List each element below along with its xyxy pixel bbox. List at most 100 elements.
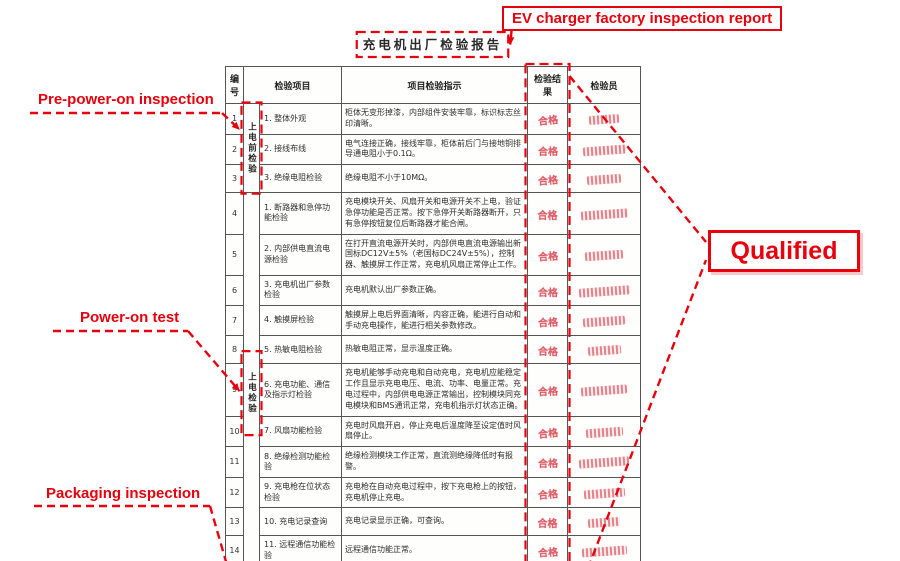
inspector-cell <box>567 164 642 194</box>
result-stamp-qualified: 合格 <box>537 459 558 471</box>
row-number: 11 <box>225 446 244 478</box>
inspector-seal <box>587 345 621 357</box>
inspector-seal <box>580 384 628 398</box>
table-row: 12 9. 充电枪在位状态检验充电枪在自动充电过程中，按下充电枪上的按钮，充电机停… <box>225 476 642 509</box>
inspector-seal <box>588 114 620 126</box>
inspector-seal <box>584 249 624 262</box>
inspector-cell <box>567 304 642 337</box>
instruction-text: 电气连接正确，接线牢靠，柜体前后门与接地铜排导通电阻小于0.1Ω。 <box>341 133 529 166</box>
col-header-inspector: 检验员 <box>567 66 642 104</box>
result-cell: 合格 <box>527 103 569 135</box>
result-stamp-qualified: 合格 <box>537 346 558 359</box>
item-name: 10. 充电记录查询 <box>258 507 343 537</box>
result-cell: 合格 <box>527 446 569 478</box>
inspector-cell <box>567 446 642 478</box>
result-cell: 合格 <box>527 192 569 235</box>
result-cell: 合格 <box>527 476 569 509</box>
instruction-text: 充电模块开关、风扇开关和电源开关不上电，验证急停功能是否正常。按下急停开关断路器… <box>341 192 529 235</box>
row-number: 13 <box>225 507 244 537</box>
table-row: 14 11. 远程通信功能检验远程通信功能正常。合格 <box>225 535 642 561</box>
result-stamp-qualified: 合格 <box>537 547 559 560</box>
pre-power-on-label: Pre-power-on inspection <box>38 91 214 108</box>
col-header-instruction: 项目检验指示 <box>341 66 529 104</box>
result-cell: 合格 <box>527 233 569 276</box>
instruction-text: 远程通信功能正常。 <box>341 535 529 561</box>
row-number: 6 <box>225 274 244 306</box>
inspector-seal <box>580 208 628 221</box>
inspector-cell <box>567 476 642 509</box>
instruction-text: 充电机默认出厂参数正确。 <box>341 274 529 306</box>
result-stamp-qualified: 合格 <box>537 387 558 399</box>
group-label: 上电检验 <box>243 192 260 561</box>
inspector-cell <box>567 192 642 235</box>
instruction-text: 充电机能够手动充电和自动充电，充电机应能稳定工作且显示充电电压、电流、功率、电量… <box>341 363 529 417</box>
instruction-text: 热敏电阻正常，显示温度正确。 <box>341 335 529 365</box>
result-cell: 合格 <box>527 535 569 561</box>
table-row: 9 6. 充电功能、通信及指示灯检验充电机能够手动充电和自动充电，充电机应能稳定工… <box>225 363 642 417</box>
result-stamp-qualified: 合格 <box>537 519 558 531</box>
row-number: 14 <box>225 535 244 561</box>
instruction-text: 绝缘电阻不小于10MΩ。 <box>341 164 529 194</box>
instruction-text: 充电枪在自动充电过程中，按下充电枪上的按钮，充电机停止充电。 <box>341 476 529 509</box>
document-title-text: 充电机出厂检验报告 <box>362 37 503 52</box>
inspector-seal <box>578 456 630 470</box>
packaging-inspection-label: Packaging inspection <box>46 485 201 502</box>
qualified-callout-box: Qualified <box>708 230 860 272</box>
result-stamp-qualified: 合格 <box>537 115 559 129</box>
group-label: 上电前检验 <box>243 102 260 194</box>
item-name: 3. 充电机出厂参数检验 <box>258 274 343 306</box>
result-cell: 合格 <box>527 164 569 194</box>
item-name: 6. 充电功能、通信及指示灯检验 <box>258 363 343 417</box>
col-header-result: 检验结果 <box>527 66 569 104</box>
result-stamp-qualified: 合格 <box>537 287 558 300</box>
row-number: 12 <box>225 476 244 509</box>
item-name: 2. 接线布线 <box>258 133 343 166</box>
item-name: 3. 绝缘电阻检验 <box>258 164 343 194</box>
inspector-cell <box>567 415 642 448</box>
inspector-cell <box>567 535 642 561</box>
result-stamp-qualified: 合格 <box>537 146 558 159</box>
instruction-text: 绝缘检测模块工作正常，直流测绝缘降低时有报警。 <box>341 446 529 478</box>
inspector-cell <box>567 363 642 417</box>
result-stamp-qualified: 合格 <box>537 489 559 502</box>
table-row: 13 10. 充电记录查询充电记录显示正确，可查询。合格 <box>225 507 642 537</box>
inspector-seal <box>582 315 626 328</box>
inspector-cell <box>567 507 642 537</box>
row-number: 8 <box>225 335 244 365</box>
result-stamp-qualified: 合格 <box>537 317 558 330</box>
header-row: 编号 检验项目 项目检验指示 检验结果 检验员 <box>225 66 642 104</box>
document-title: 充电机出厂检验报告 <box>225 34 640 53</box>
item-name: 9. 充电枪在位状态检验 <box>258 476 343 509</box>
instruction-text: 充电记录显示正确，可查询。 <box>341 507 529 537</box>
item-name: 5. 热敏电阻检验 <box>258 335 343 365</box>
instruction-text: 充电时风扇开启，停止充电后温度降至设定值时风扇停止。 <box>341 415 529 448</box>
result-cell: 合格 <box>527 415 569 448</box>
inspector-cell <box>567 133 642 166</box>
result-stamp-qualified: 合格 <box>537 427 559 441</box>
instruction-text: 触摸屏上电后界面清晰，内容正确，能进行自动和手动充电操作，能进行相关参数修改。 <box>341 304 529 337</box>
inspector-seal <box>587 517 621 529</box>
row-number: 9 <box>225 363 244 417</box>
result-stamp-qualified: 合格 <box>537 251 559 264</box>
col-header-number: 编号 <box>225 66 244 104</box>
item-name: 11. 远程通信功能检验 <box>258 535 343 561</box>
result-cell: 合格 <box>527 274 569 306</box>
row-number: 1 <box>225 103 244 135</box>
result-cell: 合格 <box>527 507 569 537</box>
title-callout-label: EV charger factory inspection report <box>502 6 783 31</box>
row-number: 4 <box>225 192 244 235</box>
inspector-seal <box>582 144 626 157</box>
inspector-seal <box>586 174 622 186</box>
result-cell: 合格 <box>527 335 569 365</box>
row-number: 5 <box>225 233 244 276</box>
inspector-seal <box>581 545 627 558</box>
